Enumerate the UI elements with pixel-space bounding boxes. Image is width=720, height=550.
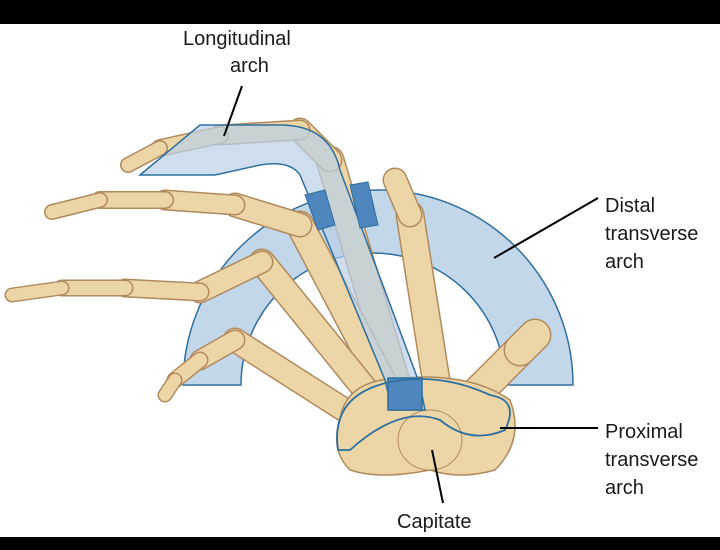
distal-arch-dark-segment [304,181,379,231]
ring-bone-2 [117,280,208,300]
capitate-bone [397,409,463,471]
proximal-transverse-arch [336,378,511,451]
longitudinal-leader [223,85,243,137]
label-distal-1: Distal [605,195,656,217]
distal-leader [493,197,599,259]
middle-bone-4 [45,193,107,219]
label-proximal-1: Proximal [605,421,683,443]
label-distal-2: transverse [605,223,699,245]
top-black-bar [0,0,720,24]
label-distal-3: arch [605,251,644,273]
thumb-bone-1 [505,320,550,365]
label-proximal-3: arch [605,477,644,499]
label-proximal-2: transverse [605,449,699,471]
middle-bone-2 [156,191,244,214]
label-longitudinal-1: Longitudinal [183,28,291,50]
capitate-leader [431,449,444,504]
ring-bone-1 [190,252,272,302]
ring-bone-0 [250,250,394,422]
thumb-side-bone-0 [397,202,453,418]
longitudinal-arch-dark-segment [387,377,423,411]
little-bone-3 [159,374,181,401]
ring-bone-4 [6,282,68,301]
bottom-black-bar [0,537,720,550]
label-longitudinal-2: arch [230,55,269,77]
leader-lines [223,85,599,504]
hand-bones [4,117,552,476]
thumb-side-bone-1 [384,169,421,226]
middle-bone-0 [287,212,405,413]
index-bone-4 [121,141,167,172]
label-capitate: Capitate [397,511,472,533]
middle-bone-1 [224,194,311,236]
